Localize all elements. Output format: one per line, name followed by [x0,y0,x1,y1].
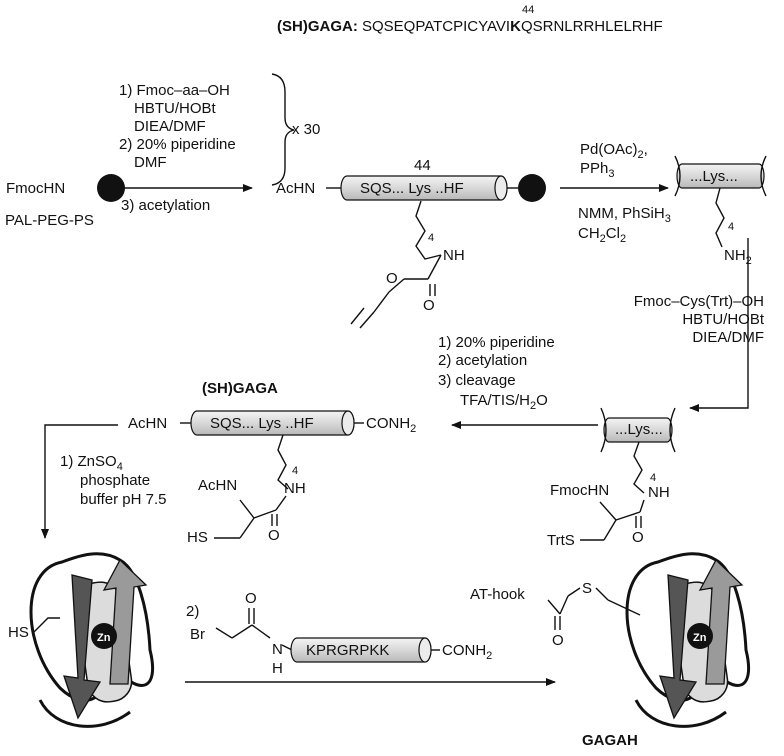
peptide2-barrel-label: ...Lys... [690,168,738,185]
zinc-finger-right [547,552,751,728]
step6-o: O [245,590,257,607]
peptide1-chain-count: 4 [428,232,435,244]
step3-cond3: DIEA/DMF [692,329,764,346]
step1-cond2: HBTU/HOBt [134,100,216,117]
peptide2-fragment [674,155,767,248]
step6-num: 2) [186,603,200,620]
peptide3-barrel-label: ...Lys... [615,421,663,438]
step6-barrel-label: KPRGRPKK [306,642,390,659]
peptide1-nh: NH [443,247,465,264]
step4-cond1: 1) 20% piperidine [438,334,555,351]
start-label: FmocHN [6,180,66,197]
peptide2-nh2: NH2 [724,247,752,267]
step5-cond1: 1) ZnSO4 [60,453,123,473]
product-label: GAGAH [582,732,638,749]
peptide1-nterm: AcHN [276,180,316,197]
step4-cond2: 2) acetylation [438,352,528,369]
peptide4-achn: AcHN [198,477,238,494]
step6-cterm: CONH2 [442,642,493,662]
step1-cond3: DIEA/DMF [134,118,206,135]
step5-cond2: phosphate [80,472,151,489]
sequence-suffix: QSRNLRRHLELRHF [520,18,663,35]
step3-cond1: Fmoc–Cys(Trt)–OH [633,293,764,310]
arrow-step5 [41,424,118,539]
sequence-position-label: 44 [522,4,535,16]
peptide1-barrel-label: SQS... Lys ..HF [360,180,464,197]
peptide4-barrel-label: SQS... Lys ..HF [210,415,314,432]
sequence-prefix: SQSEQPATCPICYAVI [362,18,511,35]
arrow-step3 [689,238,749,412]
step4-cond3: 3) cleavage [438,372,516,389]
step6-n: N [272,641,283,658]
athook-label: AT-hook [470,586,525,603]
step6-br: Br [190,626,205,643]
peptide1-ester-o: O [386,270,398,287]
step2-cond3: NMM, PhSiH3 [578,205,671,225]
peptide1-carbonyl-o: O [423,297,435,314]
sequence-name: (SH)GAGA: [277,18,358,35]
step2-cond2: PPh3 [580,160,615,180]
resin-label: PAL-PEG-PS [5,212,94,229]
sequence-header: (SH)GAGA: SQSEQPATCPICYAVIKQSRNLRRHLELRH… [277,18,663,35]
peptide3-fragment [580,407,676,541]
peptide4-cterm: CONH2 [366,415,417,435]
step2-cond1: Pd(OAc)2, [580,141,648,161]
step1-cond1: 1) Fmoc–aa–OH [119,82,230,99]
zn-right-label: Zn [693,632,707,644]
peptide4-chain-count: 4 [292,465,299,477]
peptide4-title: (SH)GAGA [202,380,278,397]
peptide3-fmochn: FmocHN [550,482,610,499]
repeat-label: x 30 [292,121,321,138]
repeat-brace [271,73,295,186]
peptide1-barrel [326,174,546,202]
athook-o: O [552,632,564,649]
peptide3-o: O [632,529,644,546]
peptide3-nh: NH [648,484,670,501]
peptide4-nh: NH [284,480,306,497]
reaction-arrows [41,184,749,686]
peptide1-alloc-chain [350,200,442,329]
peptide4-fragment [180,410,364,539]
step5-cond3: buffer pH 7.5 [80,491,167,508]
step1-cond4: 2) 20% piperidine [119,136,236,153]
step1-cond5: DMF [134,154,167,171]
step1-cond6: 3) acetylation [121,197,211,214]
thioether-s: S [582,580,593,597]
peptide1-position: 44 [414,157,431,174]
step3-cond2: HBTU/HOBt [682,311,764,328]
peptide3-trts: TrtS [547,532,575,549]
peptide4-o: O [268,527,280,544]
peptide3-chain-count: 4 [650,472,657,484]
zinc-finger-left [29,552,155,728]
peptide4-hs: HS [187,529,208,546]
step2-cond4: CH2Cl2 [578,225,627,245]
step4-cond4: TFA/TIS/H2O [460,392,548,412]
protein-left-hs: HS [8,624,29,641]
step6-h: H [272,660,283,677]
bromoacetyl-reagent [215,608,440,663]
zn-left-label: Zn [97,632,111,644]
peptide4-nterm: AcHN [128,415,168,432]
peptide2-chain-count: 4 [728,221,735,233]
sequence-highlight: K [510,18,521,35]
resin-bead-start [97,174,125,202]
